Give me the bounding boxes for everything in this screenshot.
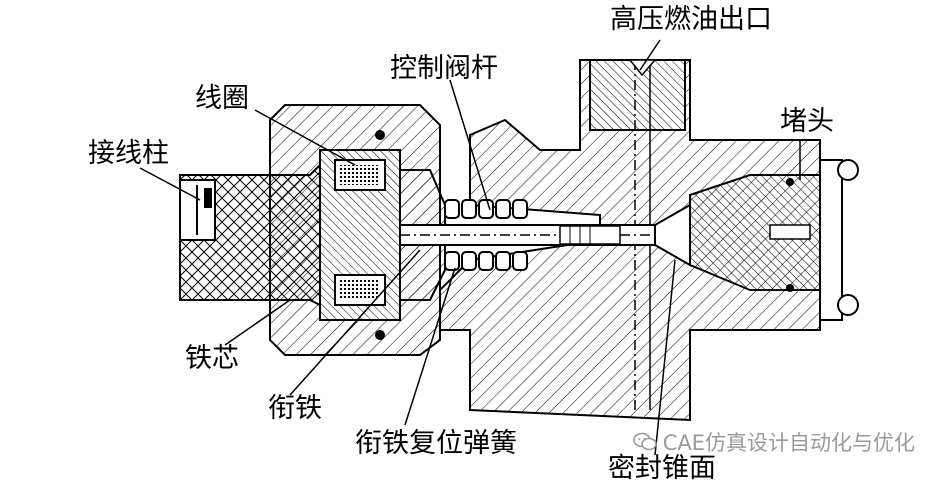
watermark-text: CAE仿真设计自动化与优化 (662, 431, 915, 455)
label-seal-cone: 密封锥面 (608, 453, 716, 484)
wechat-icon (632, 432, 657, 451)
return-spring (444, 199, 528, 271)
label-valve-stem: 控制阀杆 (390, 53, 498, 84)
label-iron-core: 铁芯 (185, 343, 239, 374)
seal-cone (654, 203, 691, 267)
label-return-spring: 衔铁复位弹簧 (355, 428, 517, 459)
label-plug: 堵头 (780, 106, 834, 137)
leader-lines (139, 39, 801, 456)
label-coil: 线圈 (195, 83, 249, 114)
watermark: CAE仿真设计自动化与优化 (632, 427, 915, 457)
label-armature: 衔铁 (268, 393, 322, 424)
label-outlet: 高压燃油出口 (610, 4, 772, 35)
label-terminal: 接线柱 (88, 138, 169, 169)
